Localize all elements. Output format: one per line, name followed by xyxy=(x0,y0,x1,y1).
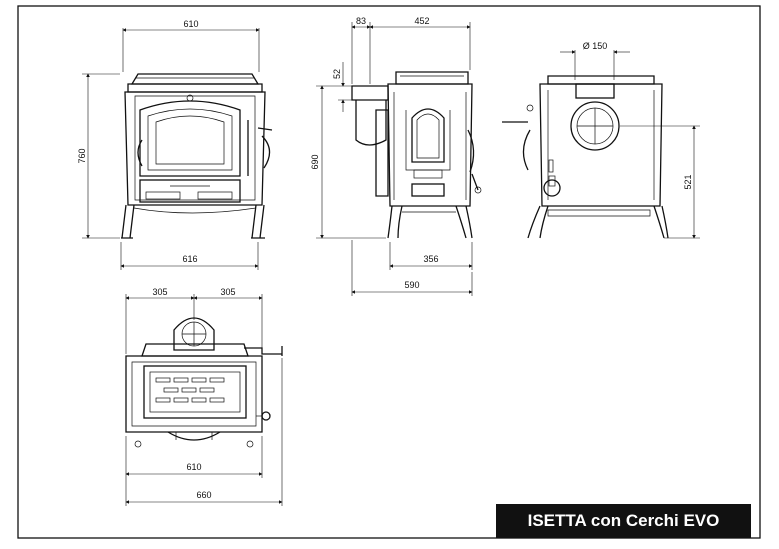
side-depth-top-label: 452 xyxy=(414,16,429,26)
top-width-total-label: 660 xyxy=(196,490,211,500)
rear-view xyxy=(502,75,669,239)
side-view xyxy=(351,71,482,239)
side-dimensions: 83 452 52 690 356 590 xyxy=(310,16,473,296)
title-banner: ISETTA con Cerchi EVO xyxy=(496,504,751,538)
front-width-bottom-label: 616 xyxy=(182,254,197,264)
side-flue-offset-label: 83 xyxy=(356,16,366,26)
front-view xyxy=(121,73,273,239)
top-width-body-label: 610 xyxy=(186,462,201,472)
side-flue-height-label: 52 xyxy=(332,69,342,79)
rear-flue-height-label: 521 xyxy=(683,174,693,189)
front-width-top-label: 610 xyxy=(183,19,198,29)
top-half-right-label: 305 xyxy=(220,287,235,297)
top-half-left-label: 305 xyxy=(152,287,167,297)
title-text: ISETTA con Cerchi EVO xyxy=(527,511,720,530)
rear-dimensions: Ø 150 521 xyxy=(560,41,700,239)
top-view xyxy=(125,317,283,448)
side-depth-base-label: 356 xyxy=(423,254,438,264)
front-height-label: 760 xyxy=(77,148,87,163)
side-depth-total-label: 590 xyxy=(404,280,419,290)
side-height-label: 690 xyxy=(310,154,320,169)
rear-flue-diameter-label: Ø 150 xyxy=(583,41,608,51)
drawing-border xyxy=(17,5,761,539)
top-dimensions: 305 305 610 660 xyxy=(125,287,283,506)
front-dimensions: 610 760 616 xyxy=(77,19,260,270)
